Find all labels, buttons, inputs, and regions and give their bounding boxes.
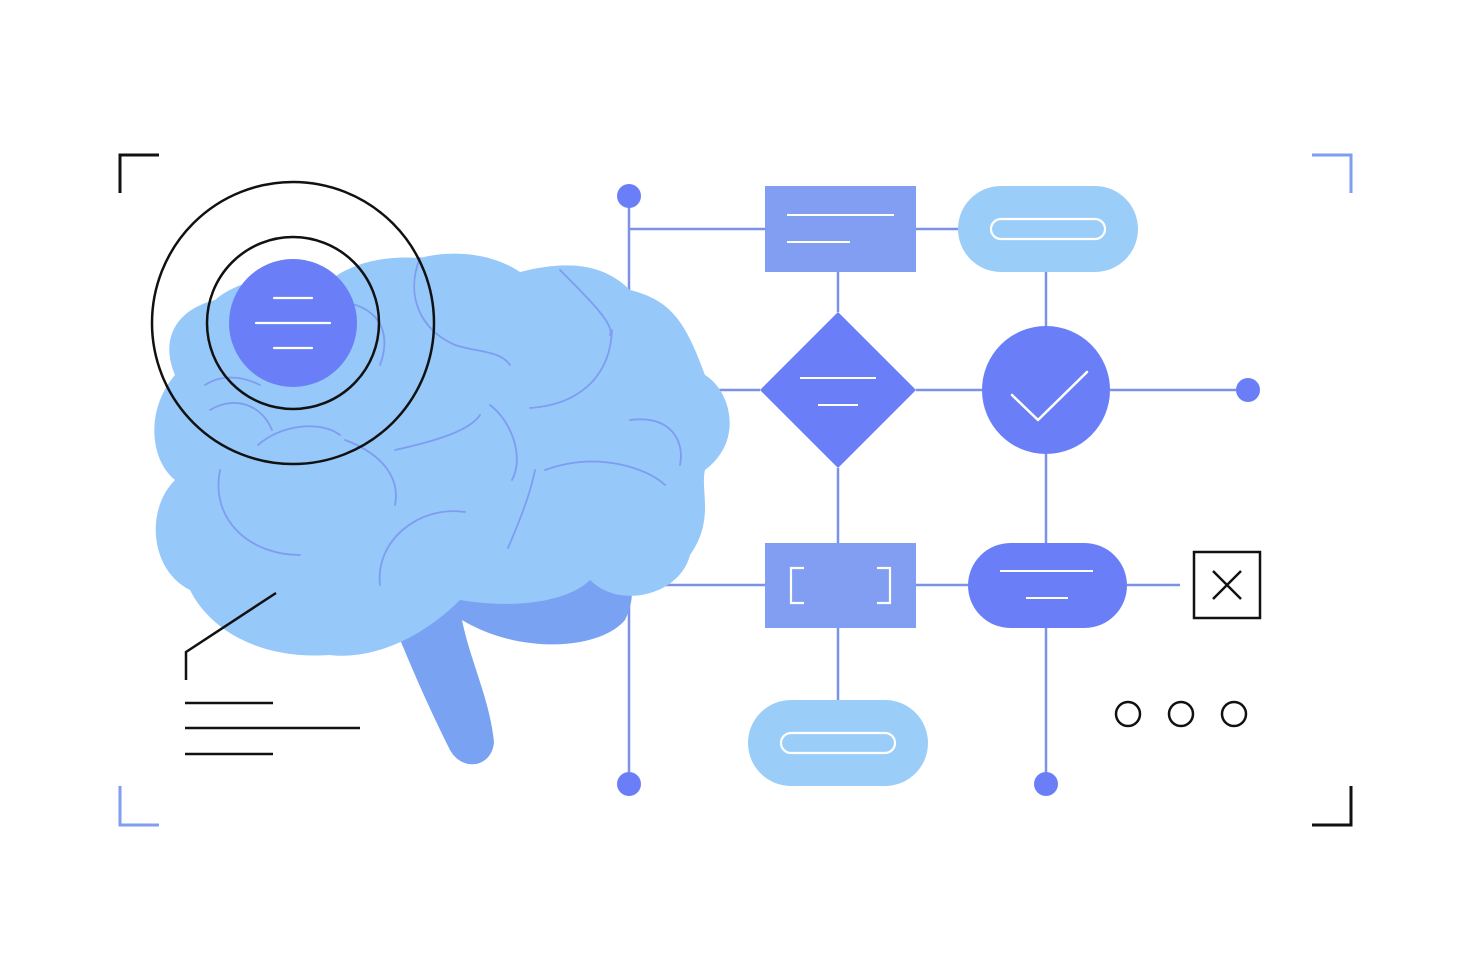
node-bottom-pill	[748, 700, 928, 786]
endpoint-dot	[1236, 378, 1260, 402]
checkmark-icon	[1010, 370, 1089, 422]
node-top-pill	[958, 186, 1138, 272]
frame-brackets	[118, 153, 1353, 827]
endpoint-dot	[617, 184, 641, 208]
node-check-circle	[982, 326, 1110, 454]
left-bracket-glyph	[789, 566, 804, 605]
connector-lines	[627, 196, 1248, 784]
endpoint-dot	[617, 772, 641, 796]
node-top-rectangle	[765, 186, 916, 272]
bracket-bottom-left	[118, 786, 159, 827]
endpoint-dots	[617, 184, 1260, 796]
bracket-top-left	[118, 153, 159, 193]
node-bracket-rectangle	[765, 543, 916, 628]
callout-leader	[184, 591, 277, 680]
endpoint-dot	[1034, 772, 1058, 796]
right-bracket-glyph	[877, 566, 892, 605]
target-rings-icon	[150, 180, 436, 466]
more-dots-icon	[1114, 700, 1248, 728]
bracket-top-right	[1312, 153, 1353, 193]
close-x-icon	[1192, 550, 1262, 620]
node-dark-pill	[968, 543, 1127, 628]
callout	[184, 591, 360, 756]
node-decision-diamond	[760, 312, 916, 468]
bracket-bottom-right	[1312, 786, 1353, 827]
